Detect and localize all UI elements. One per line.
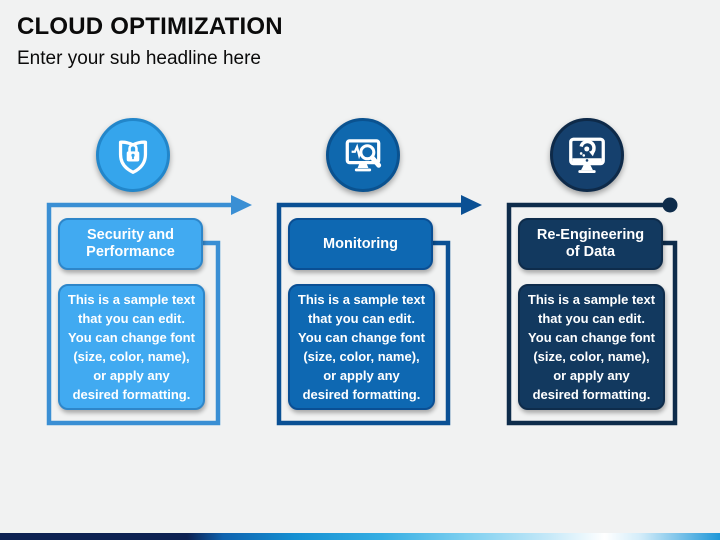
card-title: Re-Engineering of Data: [518, 218, 663, 270]
column-security-performance: Security and Performance This is a sampl…: [45, 0, 260, 470]
page-title: CLOUD OPTIMIZATION: [17, 13, 283, 40]
card-title: Security and Performance: [58, 218, 203, 270]
shield-lock-icon: [118, 140, 148, 174]
column-monitoring: Monitoring This is a sample text that yo…: [275, 0, 490, 470]
monitor-refresh-icon: [569, 137, 605, 173]
connector-frame-arrow: [46, 195, 252, 426]
line-end-dot: [662, 197, 678, 213]
footer-gradient-bar: [0, 533, 720, 540]
monitor-search-icon: [345, 139, 382, 172]
card-body: This is a sample text that you can edit.…: [518, 284, 665, 410]
arrow-right-icon: [461, 195, 482, 215]
reengineering-icon-badge: [550, 118, 624, 192]
arrow-right-icon: [231, 195, 252, 215]
card-title: Monitoring: [288, 218, 433, 270]
monitoring-icon-badge: [326, 118, 400, 192]
column-reengineering-data: Re-Engineering of Data This is a sample …: [505, 0, 720, 470]
security-icon-badge: [96, 118, 170, 192]
card-body: This is a sample text that you can edit.…: [58, 284, 205, 410]
page-subtitle: Enter your sub headline here: [17, 48, 261, 69]
connector-frame-dot: [506, 197, 678, 426]
card-body: This is a sample text that you can edit.…: [288, 284, 435, 410]
connector-frame-arrow: [276, 195, 482, 426]
